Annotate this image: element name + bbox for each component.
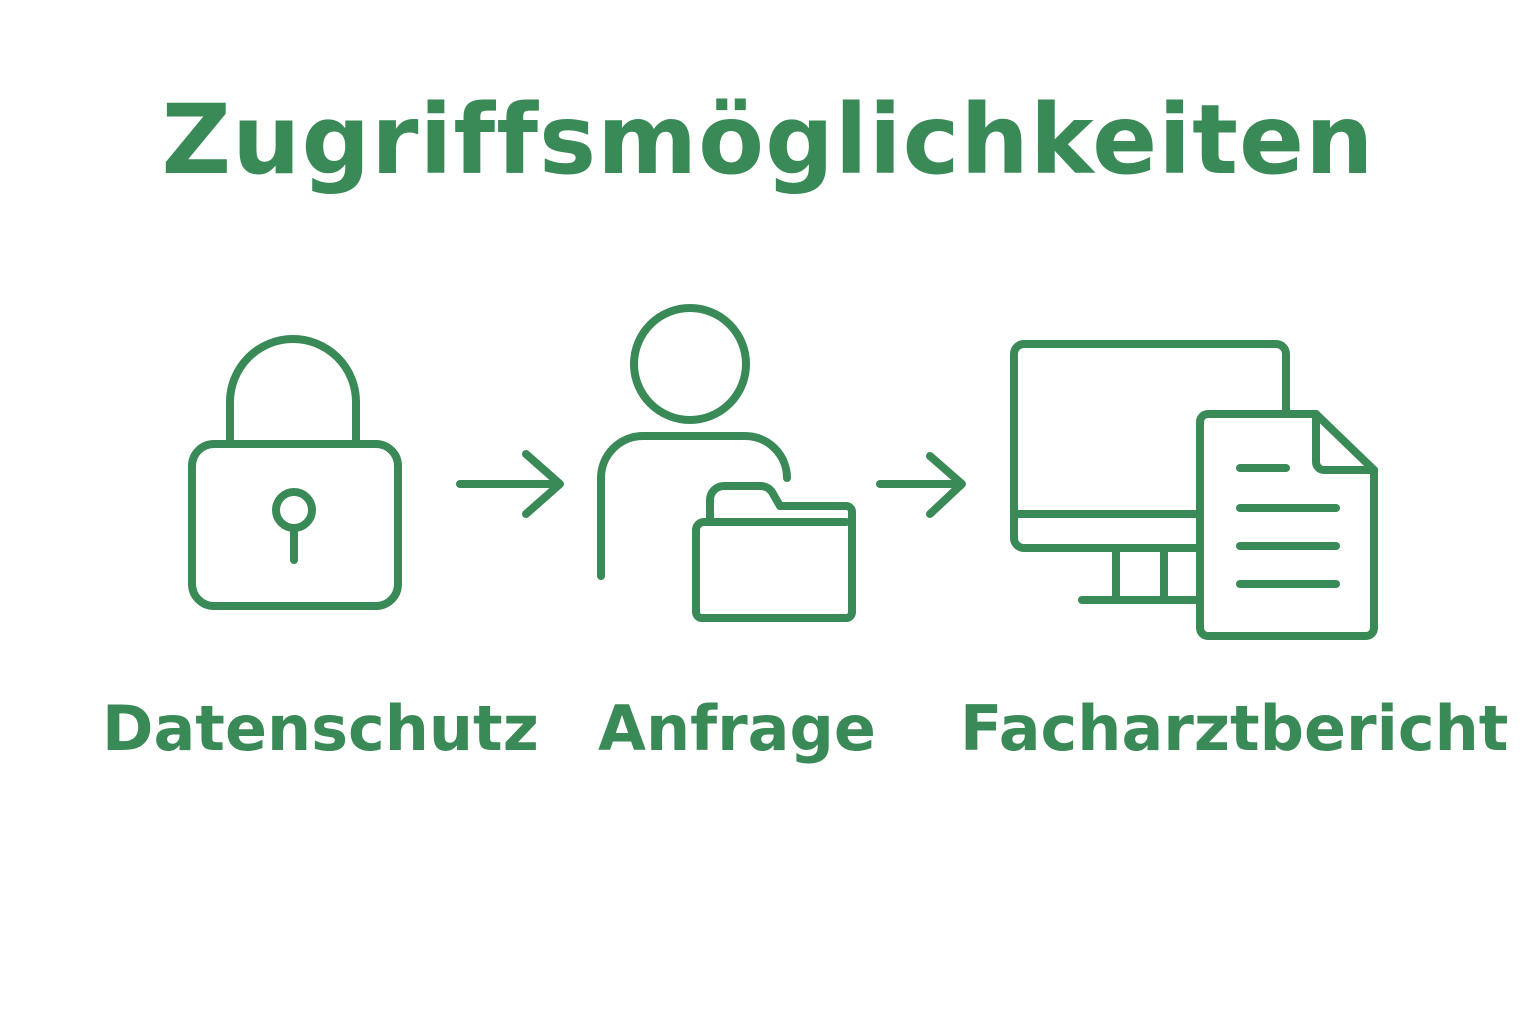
page-title: Zugriffsmöglichkeiten xyxy=(161,84,1375,196)
lock-icon xyxy=(188,335,402,610)
monitor-with-document-icon xyxy=(1010,340,1378,640)
step-label-facharztbericht: Facharztbericht xyxy=(960,692,1509,765)
step-label-datenschutz: Datenschutz xyxy=(102,692,539,765)
arrow-right-icon xyxy=(456,450,564,518)
step-label-anfrage: Anfrage xyxy=(598,692,876,765)
person-with-folder-icon xyxy=(597,304,856,622)
arrow-right-icon xyxy=(876,452,966,518)
